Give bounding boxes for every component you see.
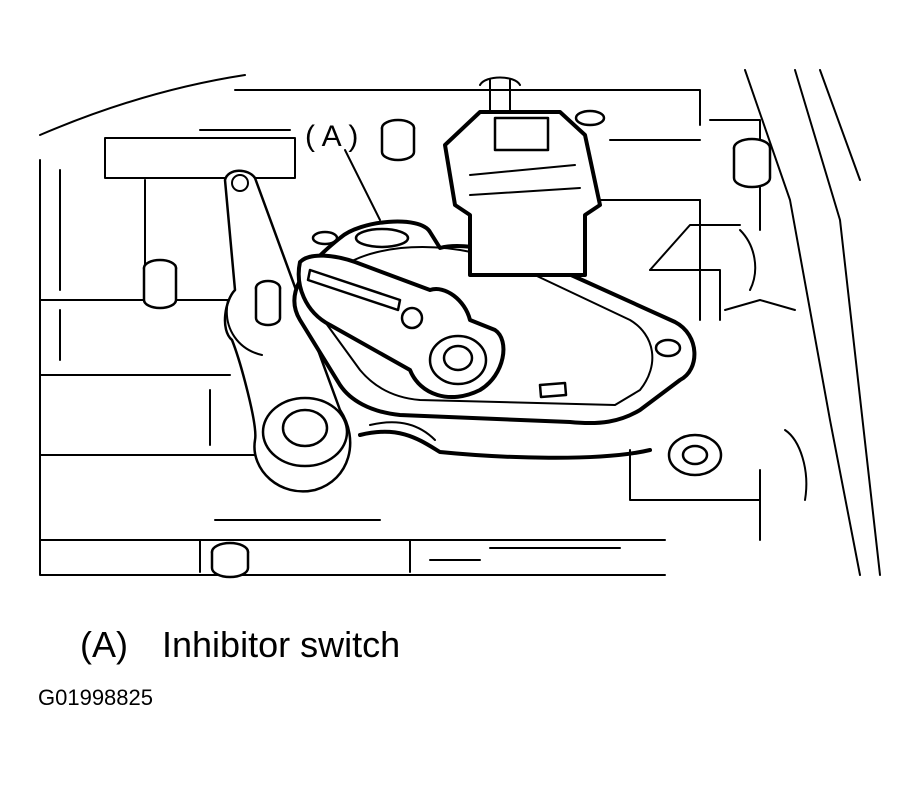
- housing-bolts: [142, 109, 772, 579]
- legend-key: (A): [80, 624, 128, 665]
- figure-id: G01998825: [38, 685, 153, 710]
- transmission-housing: [39, 69, 881, 576]
- switch-connector: [443, 76, 602, 277]
- mounting-bracket: [104, 129, 296, 179]
- inhibitor-switch: [292, 219, 697, 460]
- callout-a: ( A ): [305, 120, 381, 221]
- callout-label: ( A ): [305, 120, 358, 153]
- legend-text: Inhibitor switch: [162, 624, 401, 665]
- inhibitor-switch-illustration: ( A ): [39, 69, 881, 579]
- manual-lever: [223, 169, 352, 493]
- figure-legend: (A) Inhibitor switch: [80, 624, 400, 666]
